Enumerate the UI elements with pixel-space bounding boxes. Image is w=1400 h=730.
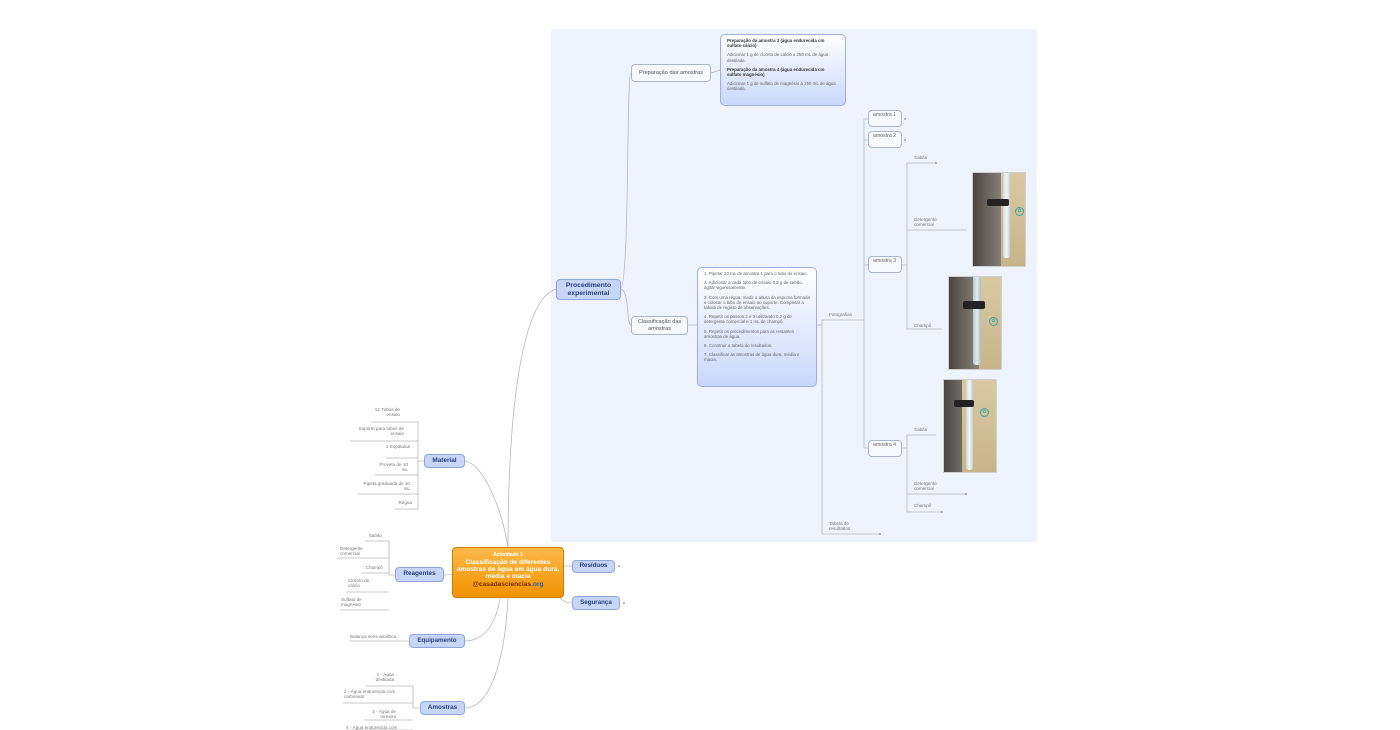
reagente-item[interactable]: Detergente comercial bbox=[340, 546, 363, 557]
arrow-dot-champo4 bbox=[941, 511, 943, 513]
step-6: 6. Construir a tabela de resultados. bbox=[704, 342, 773, 348]
material-item[interactable]: 2 Espátulas bbox=[385, 444, 410, 449]
branch-seguranca[interactable]: Segurança bbox=[572, 596, 620, 610]
arrow-dot-a1 bbox=[904, 118, 906, 120]
material-item[interactable]: Régua bbox=[398, 500, 412, 505]
node-classificacao[interactable]: Classificação das amostras bbox=[631, 316, 688, 335]
material-item[interactable]: Suporte para tubos de ensaio bbox=[358, 426, 404, 437]
step-1: 1. Pipetar 10 mL de amostra 1 para o tub… bbox=[704, 271, 808, 276]
arrow-dot-seguranca bbox=[623, 602, 625, 604]
node-preparacao[interactable]: Preparação das amostras bbox=[631, 64, 711, 82]
casa-ciencias-logo-icon: ✿ bbox=[989, 317, 998, 326]
material-item[interactable]: 12 Tubos de ensaio bbox=[374, 407, 400, 418]
equipamento-item[interactable]: Balança semi-analítica bbox=[350, 634, 397, 639]
leaf-a4-sabao[interactable]: Sabão bbox=[914, 427, 928, 432]
branch-amostras[interactable]: Amostras bbox=[420, 701, 465, 715]
step-2: 2. Adicionar a cada tubo de ensaio 0,2 g… bbox=[704, 280, 803, 291]
leaf-a3-sabao[interactable]: Sabão bbox=[914, 155, 928, 160]
node-amostra-4[interactable]: amostra 4 bbox=[868, 440, 902, 457]
reagente-item[interactable]: Sulfato de magnésio bbox=[341, 597, 362, 608]
central-title: Classificação de diferentes amostras de … bbox=[456, 558, 560, 581]
central-topic[interactable]: Actividade 1 Classificação de diferentes… bbox=[452, 547, 564, 598]
reagente-item[interactable]: Sabão bbox=[368, 533, 382, 538]
material-item[interactable]: Proveta de 10 mL bbox=[379, 462, 408, 473]
branch-reagentes[interactable]: Reagentes bbox=[395, 567, 444, 582]
photo-a3-champo: ✿ bbox=[948, 276, 1002, 370]
arrow-dot-sabao3 bbox=[935, 162, 937, 164]
leaf-a3-champo[interactable]: Champô bbox=[914, 323, 932, 328]
casa-ciencias-logo-icon: ✿ bbox=[1015, 207, 1024, 216]
note-preparacao: Preparação da amostra 3 (água endurecida… bbox=[720, 34, 846, 106]
step-7: 7. Classificar as amostras de água dura,… bbox=[704, 352, 800, 363]
node-amostra-2[interactable]: amostra 2 bbox=[868, 131, 902, 148]
leaf-fotografias[interactable]: Fotografias bbox=[829, 312, 852, 317]
leaf-a4-champo[interactable]: Champô bbox=[914, 503, 932, 508]
amostras-item[interactable]: 1 - Água destilada bbox=[375, 672, 394, 683]
leaf-a3-detergente[interactable]: Detergente comercial bbox=[914, 217, 937, 228]
arrow-dot-det4 bbox=[965, 493, 967, 495]
note-classificacao: 1. Pipetar 10 mL de amostra 1 para o tub… bbox=[697, 267, 817, 387]
central-brand-b: .org bbox=[531, 580, 544, 588]
amostras-item[interactable]: 4 - Água endurecida com bbox=[346, 725, 398, 730]
prep-text-3: Adicionar 1 g de cloreto de cálcio a 250… bbox=[727, 52, 829, 63]
photo-a4-sabao: ✿ bbox=[943, 379, 997, 473]
arrow-dot-residuos bbox=[618, 565, 620, 567]
casa-ciencias-logo-icon: ✿ bbox=[980, 408, 989, 417]
amostras-item[interactable]: 2 - Água endurecida com carbonato bbox=[344, 689, 396, 700]
leaf-tabela-resultados[interactable]: Tabela de resultados bbox=[829, 521, 851, 532]
branch-procedimento[interactable]: Procedimento experimental bbox=[556, 279, 621, 300]
central-activity-label: Actividade 1 bbox=[493, 552, 523, 558]
leaf-a4-detergente[interactable]: Detergente comercial bbox=[914, 481, 937, 492]
reagente-item[interactable]: Cloreto de cálcio bbox=[348, 578, 370, 589]
branch-equipamento[interactable]: Equipamento bbox=[409, 634, 465, 648]
step-5: 5. Repetir os procedimentos para as rest… bbox=[704, 328, 795, 339]
branch-material[interactable]: Material bbox=[424, 454, 465, 468]
arrow-dot-tabela bbox=[879, 533, 881, 535]
prep-heading-3: Preparação da amostra 3 (água endurecida… bbox=[727, 38, 825, 49]
prep-heading-4: Preparação da amostra 4 (água endurecida… bbox=[727, 66, 825, 77]
amostras-item[interactable]: 3 - Água de torneira bbox=[372, 709, 396, 720]
central-brand-a: @casadasciencias bbox=[472, 580, 532, 588]
branch-residuos[interactable]: Resíduos bbox=[572, 560, 615, 573]
step-3: 3. Com uma régua, medir a altura da espu… bbox=[704, 294, 810, 310]
prep-text-4: Adicionar 1 g de sulfato de magnésio a 2… bbox=[727, 81, 836, 92]
arrow-dot-a2 bbox=[904, 139, 906, 141]
photo-a3-detergente: ✿ bbox=[972, 172, 1026, 267]
material-item[interactable]: Pipeta graduada de 10 mL bbox=[363, 481, 411, 492]
node-amostra-3[interactable]: amostra 3 bbox=[868, 256, 902, 273]
step-4: 4. Repetir os passos 2 e 3 utilizando 0,… bbox=[704, 314, 792, 325]
node-amostra-1[interactable]: amostra 1 bbox=[868, 110, 902, 127]
reagente-item[interactable]: Champô bbox=[365, 565, 383, 570]
